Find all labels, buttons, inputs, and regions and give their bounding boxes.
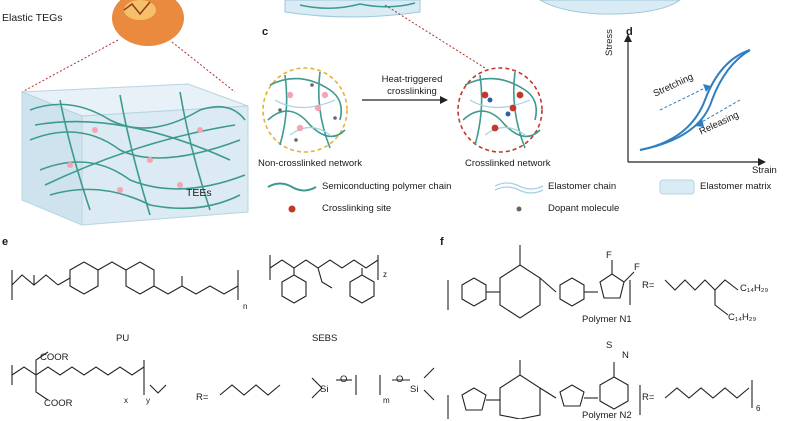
non-crosslinked-circle [262, 67, 348, 153]
acrylate-structure [11, 351, 167, 401]
legend-elastomer-matrix: Elastomer matrix [700, 181, 772, 192]
x-subscript: x [124, 396, 128, 405]
legend-elastomer-chain: Elastomer chain [548, 181, 617, 192]
zoom-line-left [21, 39, 119, 93]
non-crosslinked-caption: Non-crosslinked network [258, 158, 363, 169]
legend-elastomer-symbol-2 [494, 186, 544, 194]
teg-wire [123, 1, 151, 16]
si-label-2: Si [410, 384, 419, 395]
legend-elastomer-symbol [494, 182, 544, 190]
polymer-n2-structure [447, 360, 753, 419]
c14-label-2: C₁₄H₂₉ [728, 312, 757, 323]
polymer-n1-label: Polymer N1 [582, 314, 632, 325]
legend-semiconducting-symbol [267, 182, 317, 192]
panel-b-box-left [284, 0, 421, 18]
coor-bottom: COOR [44, 398, 73, 409]
d-stretch-arrow [659, 87, 706, 111]
panel-f-letter: f [440, 236, 444, 248]
non-crosslinked-pink [286, 91, 329, 132]
non-crosslinked-dopant [278, 83, 337, 142]
tee-label: TEEs [186, 187, 212, 199]
sebs-label: SEBS [312, 333, 338, 344]
zoom-line-b [384, 4, 486, 69]
n-subscript: n [243, 302, 248, 311]
legend-matrix-symbol [659, 179, 695, 195]
siloxane-structure [311, 367, 435, 401]
d-release-arrow [699, 99, 741, 124]
crosslinked-elastomer [469, 99, 531, 136]
crosslinked-caption: Crosslinked network [465, 158, 551, 169]
o-label-1: O [340, 374, 348, 385]
panel-b-box-right [539, 0, 681, 15]
d-x-arrow [758, 158, 766, 166]
legend-crosslinking-site: Crosslinking site [322, 203, 392, 214]
legend-dopant: Dopant molecule [548, 203, 620, 214]
crosslink-arrowhead [440, 96, 448, 104]
crosslinked-circle [457, 67, 543, 153]
r-chain-e [219, 384, 281, 396]
si-label-1: Si [320, 384, 329, 395]
teg-highlight [124, 0, 156, 20]
c14-label-1: C₁₄H₂₉ [740, 283, 769, 294]
polymer-n1-structure [447, 245, 739, 319]
d-ylabel: Stress [604, 29, 615, 56]
pu-structure [11, 261, 239, 300]
nitrogen-label: N [622, 350, 629, 361]
fluorine-label-2: F [634, 262, 640, 273]
panel-c-letter: c [262, 26, 269, 38]
z-subscript: z [383, 270, 387, 279]
d-release-curve [639, 49, 751, 151]
crosslinked-sites [481, 91, 524, 132]
d-stretch-arrowhead [703, 84, 711, 92]
r-label-f1: R= [642, 280, 655, 291]
crosslinked-blue [487, 97, 511, 117]
r-label-e: R= [196, 392, 209, 403]
teg-label: Elastic TEGs [2, 12, 63, 24]
sebs-structure [269, 255, 379, 304]
panel-e-letter: e [2, 236, 9, 248]
d-xlabel: Strain [752, 165, 777, 176]
r-label-f2: R= [642, 392, 655, 403]
arrow-label: Heat-triggered crosslinking [372, 74, 452, 98]
panel-b-chain [299, 2, 416, 9]
zoom-line-right [171, 41, 236, 93]
o-subscript: 6 [756, 404, 761, 413]
y-subscript: y [146, 396, 150, 405]
m-subscript: m [383, 396, 390, 405]
d-release-arrowhead [694, 118, 704, 127]
coor-top: COOR [40, 352, 69, 363]
crosslinked-chains [462, 71, 541, 149]
arrow-label-line1: Heat-triggered [381, 74, 443, 85]
legend-semiconducting: Semiconducting polymer chain [322, 181, 452, 192]
sulfur-label: S [606, 340, 613, 351]
legend-crosslink-symbol [288, 205, 296, 213]
d-y-arrow [624, 34, 632, 42]
arrow-label-line2: crosslinking [387, 86, 437, 97]
polymer-n2-label: Polymer N2 [582, 410, 632, 421]
panel-d-letter: d [626, 26, 633, 38]
tee-dopants [67, 127, 203, 193]
tee-block-left [21, 91, 83, 226]
d-stretch-curve [639, 49, 751, 151]
fluorine-label-1: F [606, 250, 612, 261]
pu-label: PU [116, 333, 130, 344]
legend-dopant-symbol [516, 206, 522, 212]
o-label-2: O [396, 374, 404, 385]
non-crosslinked-elastomer [274, 99, 336, 136]
